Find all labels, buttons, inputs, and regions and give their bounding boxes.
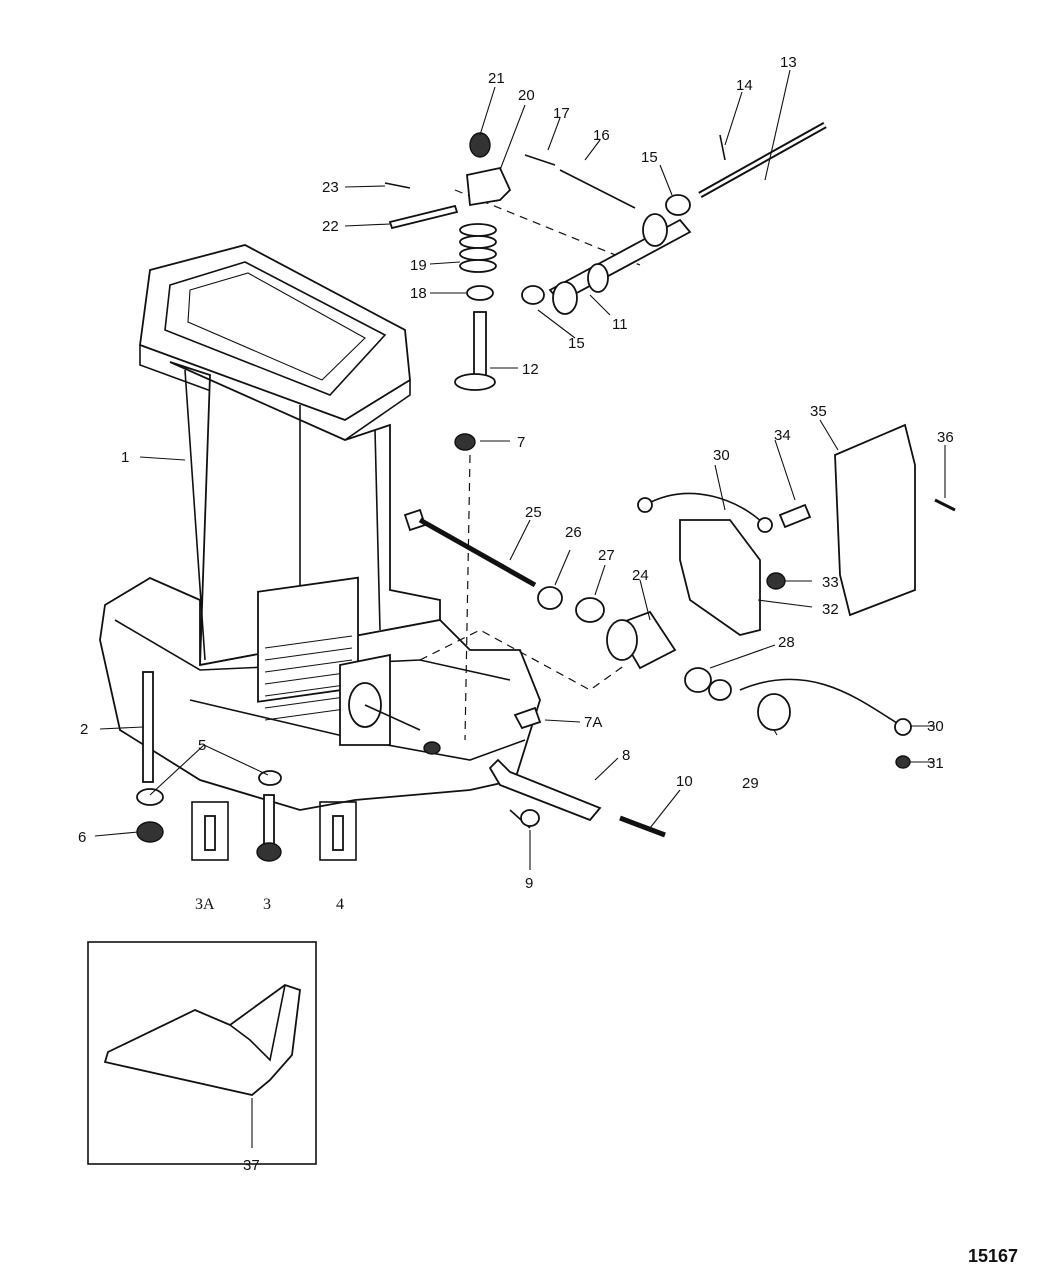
callout-labels: 1 2 3 3A 4 5 6 7 7A 8 9 10 11 12 13 14 1…	[78, 54, 954, 1174]
callout-30-top: 30	[713, 447, 730, 464]
callout-35: 35	[810, 403, 827, 420]
driveshaft-housing	[99, 244, 541, 811]
callout-24: 24	[632, 567, 649, 584]
callout-27: 27	[598, 547, 615, 564]
figure-number: 15167	[968, 1246, 1018, 1266]
callout-2: 2	[80, 721, 88, 738]
callout-28: 28	[778, 634, 795, 651]
callout-20: 20	[518, 87, 535, 104]
callout-19: 19	[410, 257, 427, 274]
callout-1: 1	[121, 449, 129, 466]
callout-8: 8	[622, 747, 630, 764]
callout-13: 13	[780, 54, 797, 71]
callout-15-bottom: 15	[568, 335, 585, 352]
callout-30-right: 30	[927, 718, 944, 735]
spring-stack	[459, 223, 497, 273]
water-tube-parts	[488, 758, 666, 838]
callout-6: 6	[78, 829, 86, 846]
callout-34: 34	[774, 427, 791, 444]
callout-23: 23	[322, 179, 339, 196]
callout-5: 5	[198, 737, 206, 754]
callout-18: 18	[410, 285, 427, 302]
callout-12: 12	[522, 361, 539, 378]
callout-11: 11	[612, 316, 628, 333]
callout-25: 25	[525, 504, 542, 521]
callout-22: 22	[322, 218, 339, 235]
callout-29: 29	[742, 775, 759, 792]
callout-7: 7	[517, 434, 525, 451]
mount-assembly	[403, 423, 956, 769]
callout-36: 36	[937, 429, 954, 446]
shim-plate-inset	[87, 941, 317, 1165]
callout-3a: 3A	[195, 896, 215, 913]
callout-31: 31	[927, 755, 944, 772]
callout-7a: 7A	[584, 714, 602, 731]
callout-17: 17	[553, 105, 570, 122]
callout-10: 10	[676, 773, 693, 790]
callout-37: 37	[243, 1157, 260, 1174]
shift-linkage	[384, 121, 827, 451]
callout-9: 9	[525, 875, 533, 892]
callout-14: 14	[736, 77, 753, 94]
callout-16: 16	[593, 127, 610, 144]
callout-3: 3	[263, 896, 271, 913]
callout-26: 26	[565, 524, 582, 541]
studs-nuts	[136, 671, 357, 862]
intake-screen-grill	[264, 635, 353, 721]
callout-15-top: 15	[641, 149, 658, 166]
callout-32: 32	[822, 601, 839, 618]
callout-4: 4	[336, 896, 344, 913]
callout-33: 33	[822, 574, 839, 591]
callout-21: 21	[488, 70, 505, 87]
callout-leaders	[94, 69, 946, 1148]
